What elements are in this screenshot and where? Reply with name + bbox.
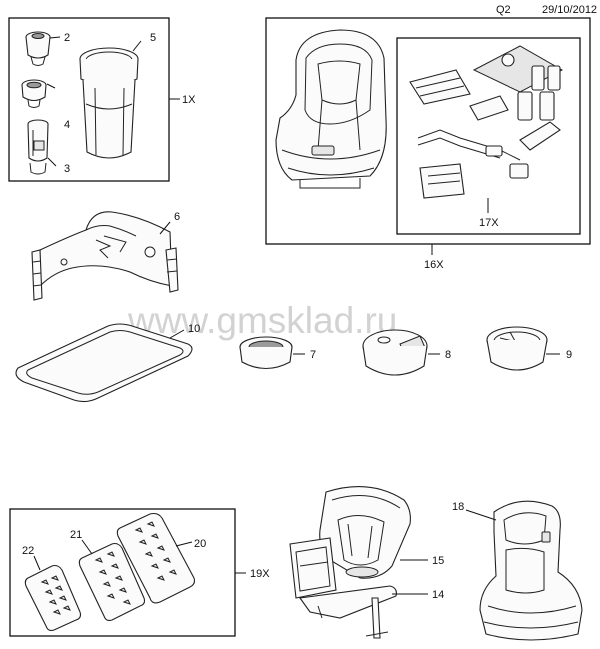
callout-5: 5 xyxy=(150,32,156,44)
callout-22: 22 xyxy=(22,545,34,557)
callout-19x: 19X xyxy=(250,568,270,580)
part-2-cap[interactable] xyxy=(25,31,51,66)
part-14-isofix-base[interactable] xyxy=(289,537,397,639)
callout-20: 20 xyxy=(194,538,206,550)
diagram-code: Q2 xyxy=(496,4,511,16)
callout-2: 2 xyxy=(64,32,70,44)
part-4-socket[interactable] xyxy=(21,79,47,108)
part-7-cup-holder[interactable] xyxy=(239,336,293,370)
part-9-coin-tray[interactable] xyxy=(486,326,548,371)
callout-14: 14 xyxy=(432,589,444,601)
part-22-pedal-cover[interactable] xyxy=(24,564,82,632)
callout-7: 7 xyxy=(310,349,316,361)
callout-18: 18 xyxy=(452,501,464,513)
callout-17x: 17X xyxy=(479,217,499,229)
callout-6: 6 xyxy=(174,211,180,223)
group-16x: 17X 16X xyxy=(265,17,591,271)
part-17x-kit[interactable] xyxy=(409,45,564,199)
callout-8: 8 xyxy=(445,349,451,361)
group-16x-frame xyxy=(265,17,591,245)
callout-9: 9 xyxy=(566,349,572,361)
callout-21: 21 xyxy=(70,529,82,541)
part-6-organizer[interactable] xyxy=(31,211,179,301)
diagram-date: 29/10/2012 xyxy=(542,4,597,16)
callout-4: 4 xyxy=(64,119,70,131)
part-10-tray[interactable] xyxy=(15,323,193,403)
part-3-lighter[interactable] xyxy=(27,119,49,175)
part-21-pedal-cover[interactable] xyxy=(78,542,146,622)
part-18-booster-seat[interactable] xyxy=(479,500,583,641)
callout-10: 10 xyxy=(188,323,200,335)
part-5-ashtray-cup[interactable] xyxy=(79,47,139,159)
callout-3: 3 xyxy=(64,163,70,175)
part-16-child-seat[interactable] xyxy=(275,29,387,189)
callout-15: 15 xyxy=(432,555,444,567)
callout-1x: 1X xyxy=(182,94,196,106)
group-17x-frame xyxy=(396,37,581,235)
group-1x: 2 4 3 5 1X xyxy=(8,17,196,182)
part-8-ashtray[interactable] xyxy=(362,329,428,376)
watermark: www.gmsklad.ru xyxy=(127,300,397,341)
callout-16x: 16X xyxy=(424,259,444,271)
group-19x: 22 21 20 19X xyxy=(9,508,270,637)
part-20-pedal-cover[interactable] xyxy=(116,512,196,604)
